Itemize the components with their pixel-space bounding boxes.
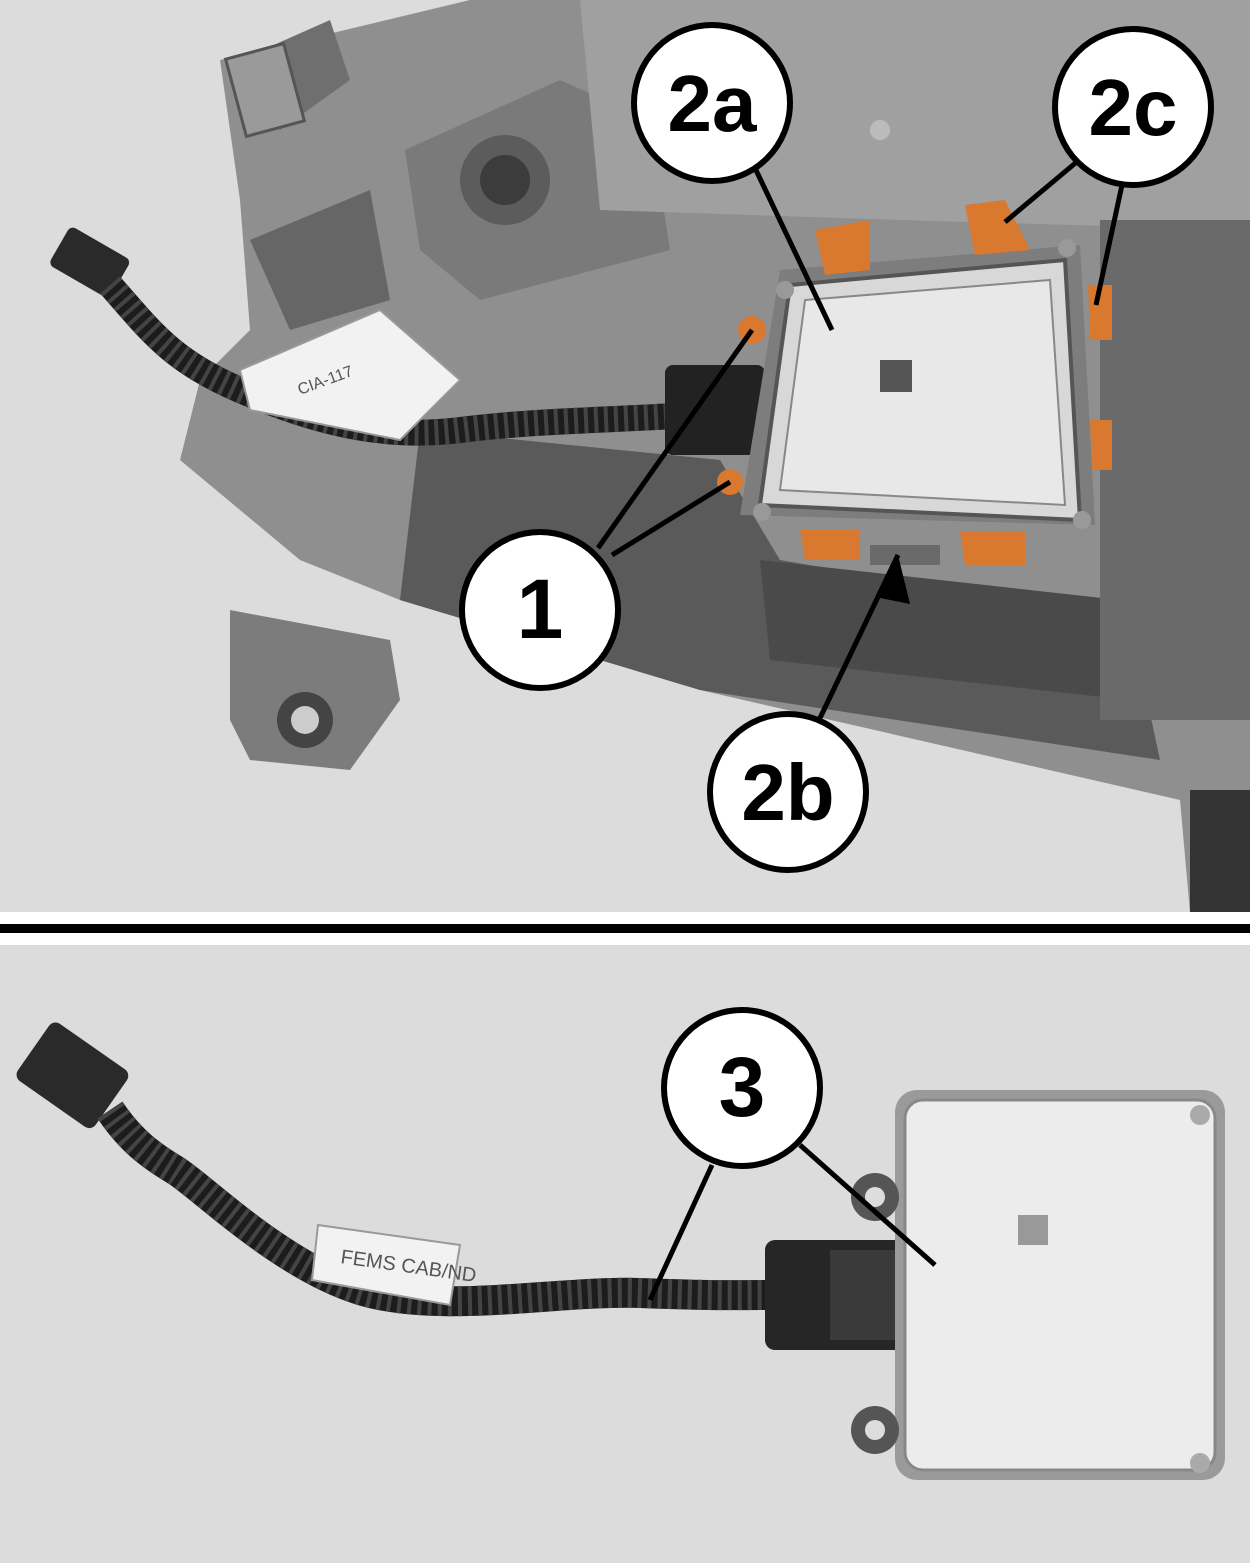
clip-top-left — [815, 220, 870, 275]
clip-right-upper — [1088, 285, 1112, 340]
svg-text:3: 3 — [719, 1040, 766, 1134]
callout-2c: 2c — [1052, 26, 1214, 188]
top-illustration: CIA-117 1 2a — [0, 0, 1250, 912]
cable-harness-top: CIA-117 — [50, 227, 765, 455]
clip-bottom-right — [960, 532, 1025, 565]
callout-1: 1 — [459, 529, 621, 691]
leader-lines-bottom — [647, 1143, 937, 1302]
clip-right-lower — [1090, 420, 1112, 470]
panel-divider — [0, 924, 1250, 933]
clip-bottom-left — [800, 530, 860, 560]
svg-text:2a: 2a — [668, 59, 757, 148]
arrowhead-2b — [880, 555, 910, 604]
control-unit-bottom — [765, 1090, 1225, 1480]
top-photo-panel: CIA-117 1 2a — [0, 0, 1250, 912]
svg-text:2c: 2c — [1089, 63, 1178, 152]
bottom-photo-panel: FEMS CAB/ND 3 — [0, 945, 1250, 1563]
bottom-illustration: FEMS CAB/ND 3 — [0, 945, 1250, 1563]
callout-2b: 2b — [707, 711, 869, 873]
cable-harness-bottom: FEMS CAB/ND — [16, 1022, 766, 1317]
control-unit-top — [740, 239, 1095, 565]
svg-text:2b: 2b — [741, 748, 834, 837]
callout-2a: 2a — [631, 22, 793, 184]
callout-3: 3 — [661, 1007, 823, 1169]
leader-lines-top — [595, 153, 1125, 720]
clip-top-right — [965, 200, 1030, 255]
svg-text:1: 1 — [517, 562, 564, 656]
